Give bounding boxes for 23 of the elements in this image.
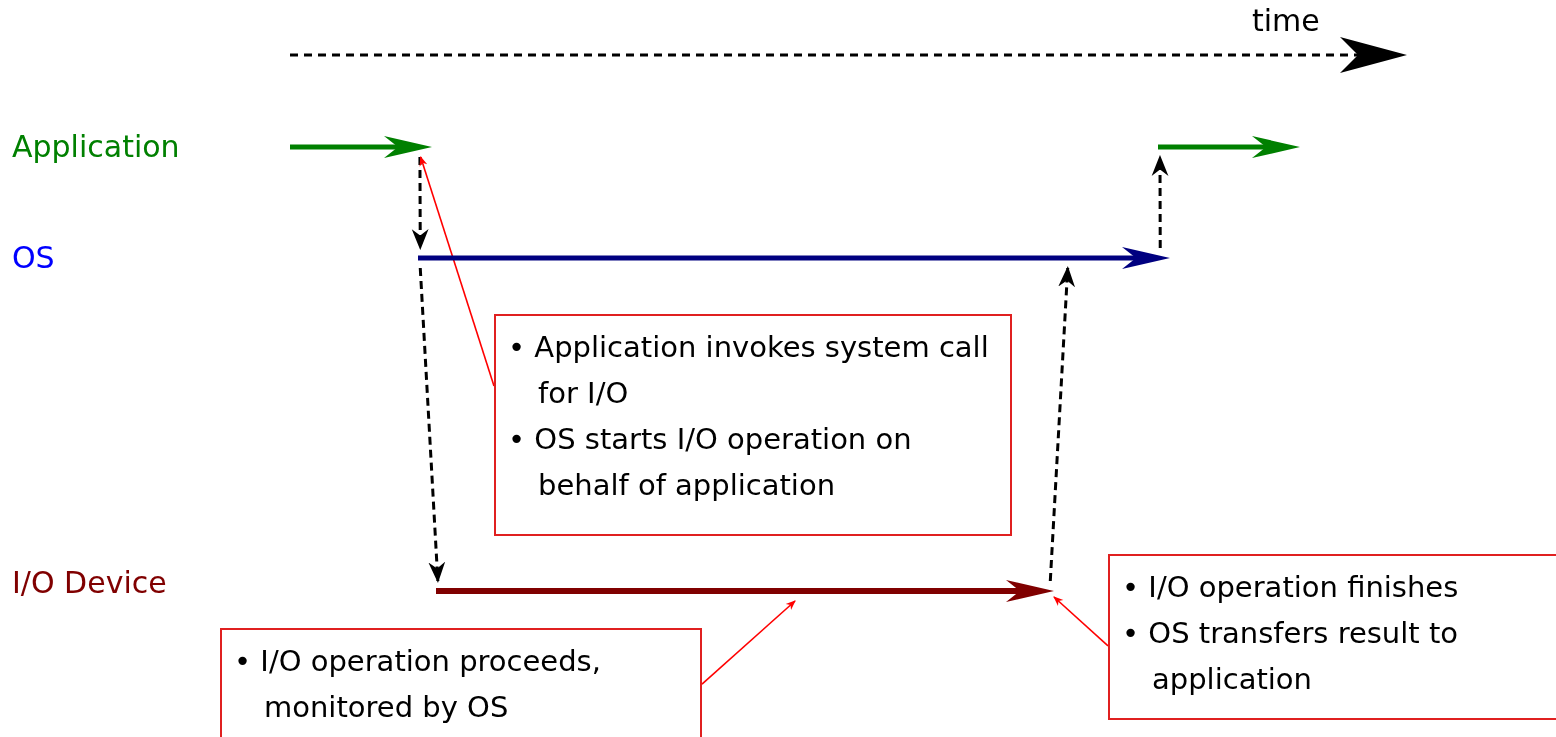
lane-label: Application: [12, 130, 180, 163]
bullet-text: • OS starts I/O operation on behalf of application: [508, 421, 913, 504]
leader-line: [1053, 596, 1109, 647]
arrow: [1151, 154, 1169, 248]
timeline-segment: [418, 248, 1170, 268]
callout-box: [494, 314, 1012, 536]
callout-box: [1108, 554, 1556, 720]
timeline-segment: [436, 581, 1054, 601]
arrow: [418, 267, 446, 584]
bullet-text: • I/O operation proceeds, monitored by OS: [234, 643, 602, 726]
timeline-segment: [1158, 137, 1300, 157]
lane-label: OS: [12, 241, 55, 274]
lane-label: I/O Device: [12, 566, 167, 599]
leader-line: [419, 156, 495, 387]
bullet-text: • Application invokes system call for I/O: [508, 329, 990, 412]
bullet-text: • I/O operation finishes: [1122, 569, 1460, 606]
callout-box: [220, 628, 702, 737]
axis-label: time: [1252, 4, 1320, 37]
bullet-text: • OS transfers result to application: [1122, 615, 1459, 698]
arrow: [1048, 265, 1076, 582]
arrow: [411, 157, 429, 251]
leader-line: [701, 600, 796, 685]
timeline-segment: [290, 137, 432, 157]
